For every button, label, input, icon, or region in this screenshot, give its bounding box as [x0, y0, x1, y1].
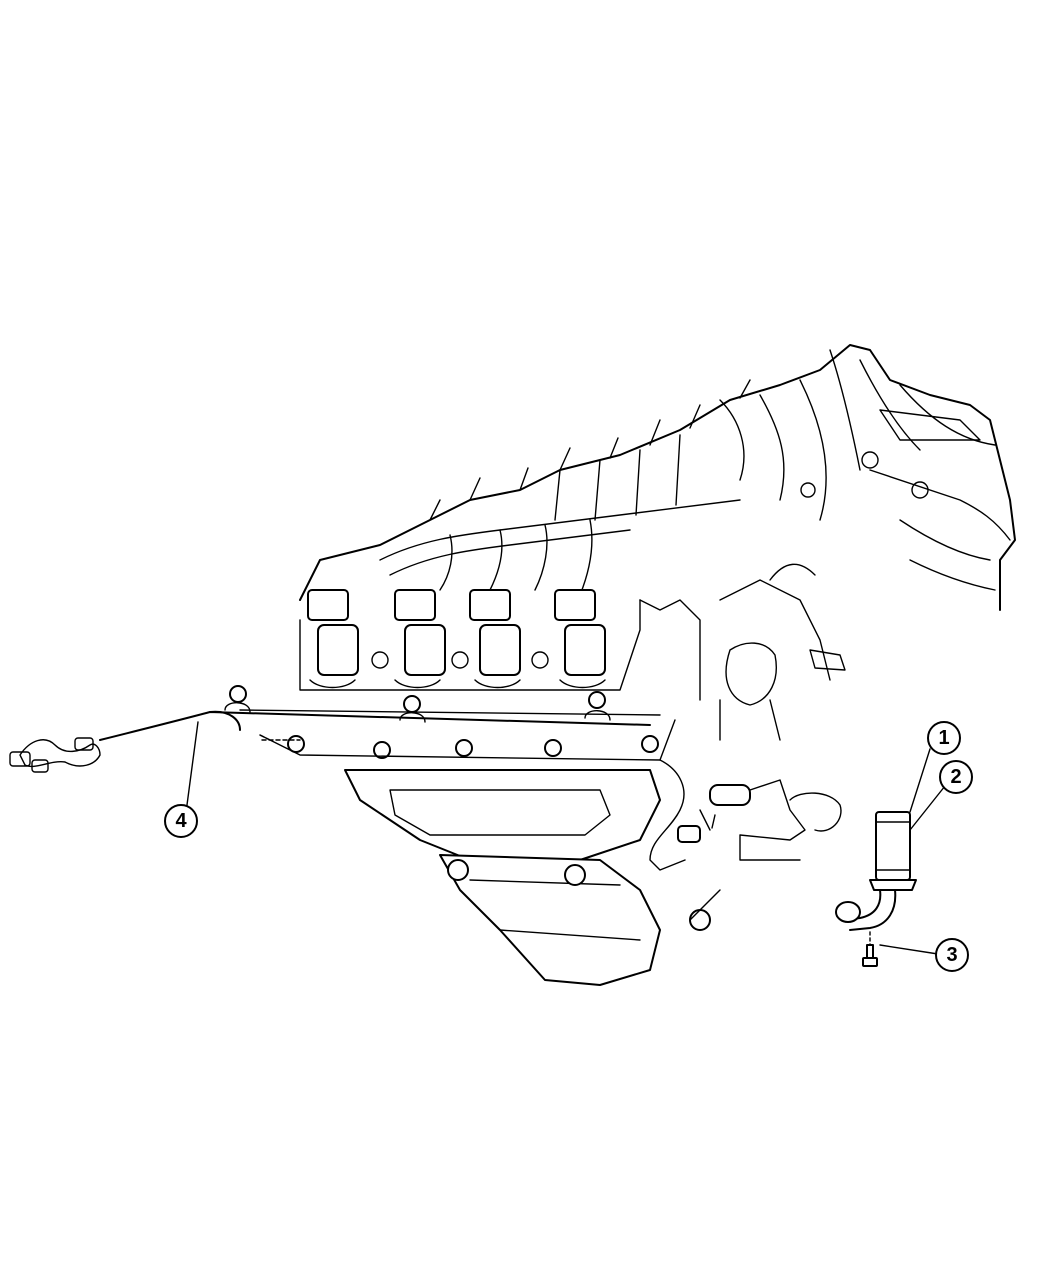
bolt-icon [862, 931, 878, 967]
engine-block-icon [299, 344, 1016, 741]
harness-connectors [259, 719, 676, 761]
injector-row [299, 589, 641, 691]
svg-text:3: 3 [946, 944, 957, 966]
wiring-harness-icon [9, 685, 842, 871]
callout-2: 2 [939, 760, 973, 794]
svg-text:2: 2 [950, 766, 961, 788]
callout-4: 4 [164, 804, 198, 838]
leader-lines [184, 721, 946, 955]
callout-1: 1 [927, 721, 961, 755]
svg-text:1: 1 [938, 727, 949, 749]
callout-3: 3 [935, 938, 969, 972]
oil-pan-icon [344, 769, 721, 986]
protective-sleeve-icon [835, 811, 917, 931]
svg-text:4: 4 [175, 810, 187, 832]
